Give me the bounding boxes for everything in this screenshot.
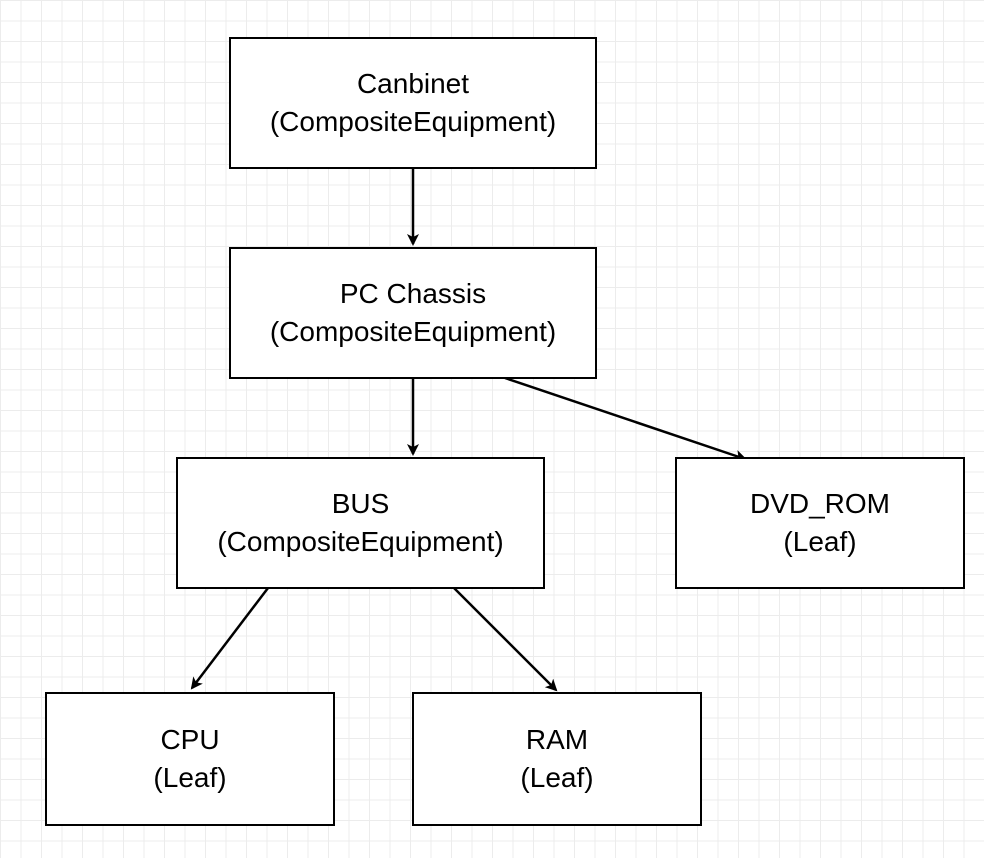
node-cpu-name: CPU bbox=[160, 724, 220, 755]
node-ram: RAM (Leaf) bbox=[412, 692, 702, 826]
node-ram-name: RAM bbox=[525, 724, 589, 755]
node-cabinet-type: (CompositeEquipment) bbox=[269, 106, 557, 137]
node-cpu: CPU (Leaf) bbox=[45, 692, 335, 826]
edge-bus-to-ram bbox=[453, 587, 558, 692]
node-pc-chassis-name: PC Chassis bbox=[339, 278, 487, 309]
node-bus-name: BUS bbox=[331, 488, 390, 519]
node-dvd-rom: DVD_ROM (Leaf) bbox=[675, 457, 965, 589]
edge-pc-chassis-to-dvd-rom bbox=[504, 376, 747, 462]
node-bus-type: (CompositeEquipment) bbox=[217, 526, 504, 557]
node-cabinet: Canbinet (CompositeEquipment) bbox=[229, 37, 597, 169]
node-cpu-type: (Leaf) bbox=[153, 762, 227, 793]
edge-bus-to-cpu bbox=[190, 587, 269, 690]
node-bus: BUS (CompositeEquipment) bbox=[176, 457, 545, 589]
node-pc-chassis: PC Chassis (CompositeEquipment) bbox=[229, 247, 597, 379]
node-dvd-rom-type: (Leaf) bbox=[783, 526, 857, 557]
node-dvd-rom-name: DVD_ROM bbox=[749, 488, 890, 519]
node-ram-type: (Leaf) bbox=[520, 762, 594, 793]
node-cabinet-name: Canbinet bbox=[356, 68, 470, 99]
node-pc-chassis-type: (CompositeEquipment) bbox=[269, 316, 557, 347]
